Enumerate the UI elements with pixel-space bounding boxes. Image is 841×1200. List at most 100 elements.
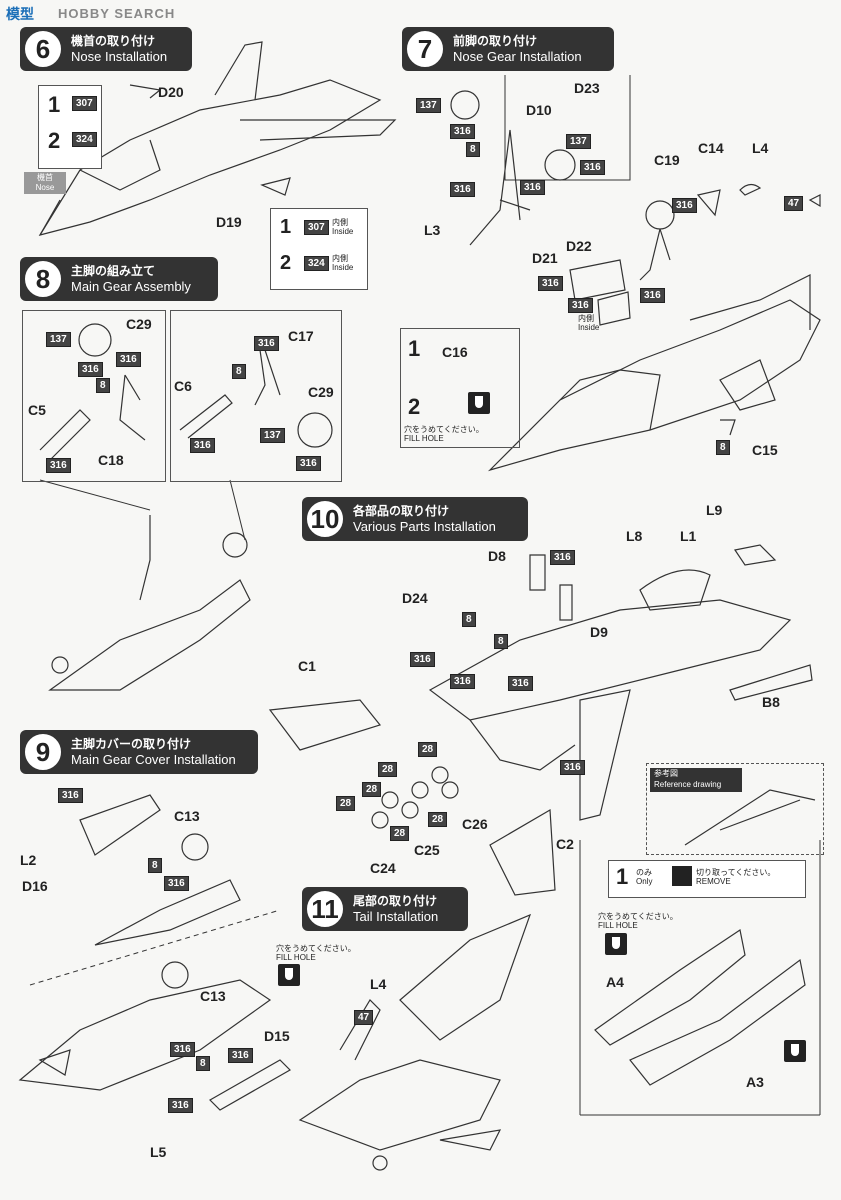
part-L3: L3 <box>424 222 441 238</box>
paint-code: 316 <box>640 288 665 303</box>
paint-code: 8 <box>466 142 480 157</box>
step-number: 7 <box>405 29 445 69</box>
part-C13: C13 <box>174 808 200 824</box>
paint-code: 316 <box>228 1048 253 1063</box>
step8-right-box <box>170 310 342 482</box>
nose-tag-jp: 機首 <box>37 173 53 182</box>
part-C29: C29 <box>126 316 152 332</box>
paint-code: 137 <box>260 428 285 443</box>
fill-hole-note: 穴をうめてください。FILL HOLE <box>276 944 356 962</box>
paint-code: 28 <box>418 742 438 757</box>
option-1: 1 <box>48 92 61 117</box>
paint-code: 28 <box>378 762 398 777</box>
option-2: 2 <box>48 128 61 153</box>
paint-code: 316 <box>450 182 475 197</box>
step-number: 11 <box>305 889 345 929</box>
part-A3: A3 <box>746 1074 764 1090</box>
part-D21: D21 <box>532 250 558 266</box>
step-title-en: Main Gear Cover Installation <box>71 752 236 767</box>
part-D9: D9 <box>590 624 608 640</box>
part-L5: L5 <box>150 1144 167 1160</box>
step-title-jp: 尾部の取り付け <box>353 894 438 908</box>
part-L1: L1 <box>680 528 697 544</box>
part-C16: C16 <box>442 344 468 360</box>
paint-code: 28 <box>362 782 382 797</box>
paint-code: 307 <box>72 96 97 111</box>
part-L2: L2 <box>20 852 37 868</box>
paint-code: 316 <box>58 788 83 803</box>
paint-code: 316 <box>190 438 215 453</box>
paint-code: 8 <box>232 364 246 379</box>
option-1: 1 <box>616 864 629 889</box>
part-C18: C18 <box>98 452 124 468</box>
paint-code: 316 <box>410 652 435 667</box>
part-L8: L8 <box>626 528 643 544</box>
paint-code: 316 <box>560 760 585 775</box>
paint-code: 28 <box>428 812 448 827</box>
step-title-en: Main Gear Assembly <box>71 279 191 294</box>
paint-code: 316 <box>450 124 475 139</box>
paint-code: 316 <box>78 362 103 377</box>
part-D20: D20 <box>158 84 184 100</box>
part-C26: C26 <box>462 816 488 832</box>
paint-code: 316 <box>296 456 321 471</box>
paint-code: 316 <box>116 352 141 367</box>
step-title-jp: 前脚の取り付け <box>453 34 538 48</box>
paint-code: 316 <box>170 1042 195 1057</box>
paint-code: 8 <box>494 634 508 649</box>
fill-hole-icon <box>468 392 490 414</box>
paint-code: 8 <box>462 612 476 627</box>
paint-code: 316 <box>450 674 475 689</box>
paint-code: 316 <box>568 298 593 313</box>
part-L4: L4 <box>752 140 769 156</box>
step-title-en: Nose Gear Installation <box>453 49 582 64</box>
option-2: 2 <box>408 394 421 419</box>
part-C5: C5 <box>28 402 46 418</box>
part-C15: C15 <box>752 442 778 458</box>
fill-hole-icon <box>605 933 627 955</box>
paint-code: 8 <box>96 378 110 393</box>
fill-hole-icon <box>278 964 300 986</box>
paint-code: 47 <box>784 196 804 211</box>
remove-label: 切り取ってください。REMOVE <box>696 868 776 886</box>
part-C2: C2 <box>556 836 574 852</box>
fill-option-box <box>400 328 520 448</box>
paint-code: 8 <box>196 1056 210 1071</box>
step-title-jp: 機首の取り付け <box>71 34 156 48</box>
option-2: 2 <box>280 252 292 274</box>
part-D19: D19 <box>216 214 242 230</box>
part-D23: D23 <box>574 80 600 96</box>
part-D10: D10 <box>526 102 552 118</box>
part-L4: L4 <box>370 976 387 992</box>
option-1: 1 <box>408 336 421 361</box>
part-C19: C19 <box>654 152 680 168</box>
step-title-jp: 主脚の組み立て <box>71 264 156 278</box>
nose-tag: 機首 Nose <box>24 172 66 194</box>
part-A4: A4 <box>606 974 624 990</box>
option-1: 1 <box>280 216 292 238</box>
paint-code: 316 <box>254 336 279 351</box>
paint-code: 316 <box>520 180 545 195</box>
step-number: 10 <box>305 499 345 539</box>
paint-code: 324 <box>304 256 329 271</box>
watermark-search: HOBBY SEARCH <box>58 6 176 21</box>
paint-code: 137 <box>416 98 441 113</box>
part-D15: D15 <box>264 1028 290 1044</box>
paint-code: 316 <box>164 876 189 891</box>
step-title-en: Various Parts Installation <box>353 519 496 534</box>
paint-code: 28 <box>336 796 356 811</box>
watermark-brand: 模型 <box>6 6 34 22</box>
part-C14: C14 <box>698 140 724 156</box>
paint-code: 316 <box>672 198 697 213</box>
paint-code: 137 <box>46 332 71 347</box>
step-title-jp: 主脚カバーの取り付け <box>71 737 192 751</box>
part-C6: C6 <box>174 378 192 394</box>
paint-code: 316 <box>508 676 533 691</box>
step-title-en: Tail Installation <box>353 909 439 924</box>
